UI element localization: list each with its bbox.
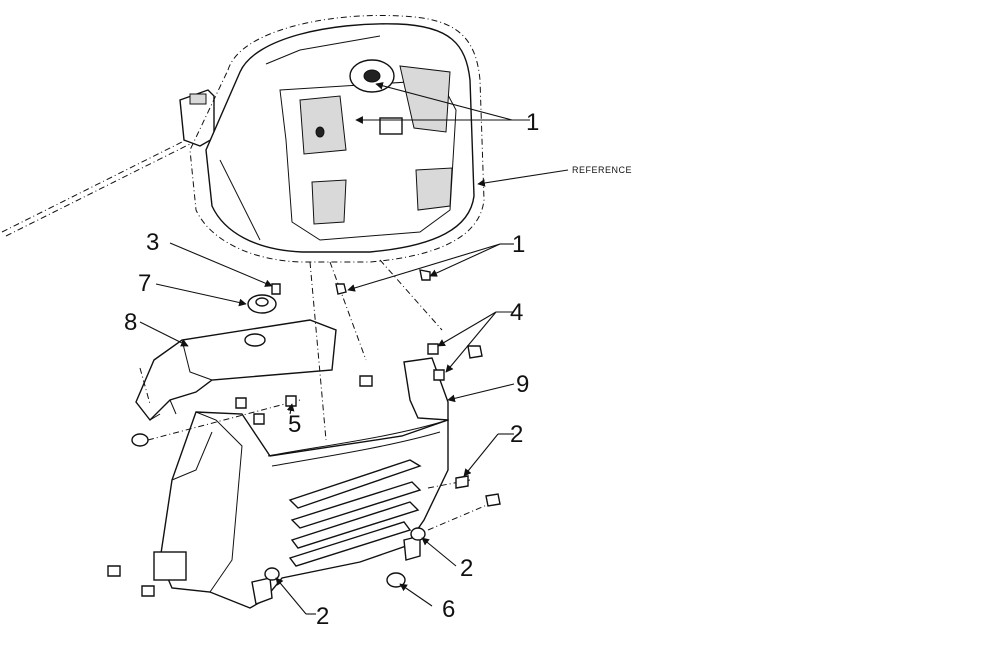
callout-4: 4 [510,299,523,326]
callout-2-right: 2 [510,421,523,448]
reference-label: REFERENCE [572,165,632,175]
callout-1-top: 1 [526,109,539,136]
callouts: 1 1 3 7 8 4 9 5 2 2 2 6 REFERENCE [124,109,632,630]
callout-8: 8 [124,309,137,336]
callout-5: 5 [288,411,301,438]
callout-7: 7 [138,270,151,297]
leader-lines [139,82,569,615]
front-grille-part-9 [153,357,449,609]
callout-1-middle: 1 [512,231,525,258]
dash-housing-reference [189,14,485,263]
callout-6: 6 [442,596,455,623]
steering-rod [1,89,215,237]
callout-9: 9 [516,371,529,398]
callout-2-bottom: 2 [316,603,329,630]
callout-3: 3 [146,229,159,256]
callout-2-lower-right: 2 [460,555,473,582]
